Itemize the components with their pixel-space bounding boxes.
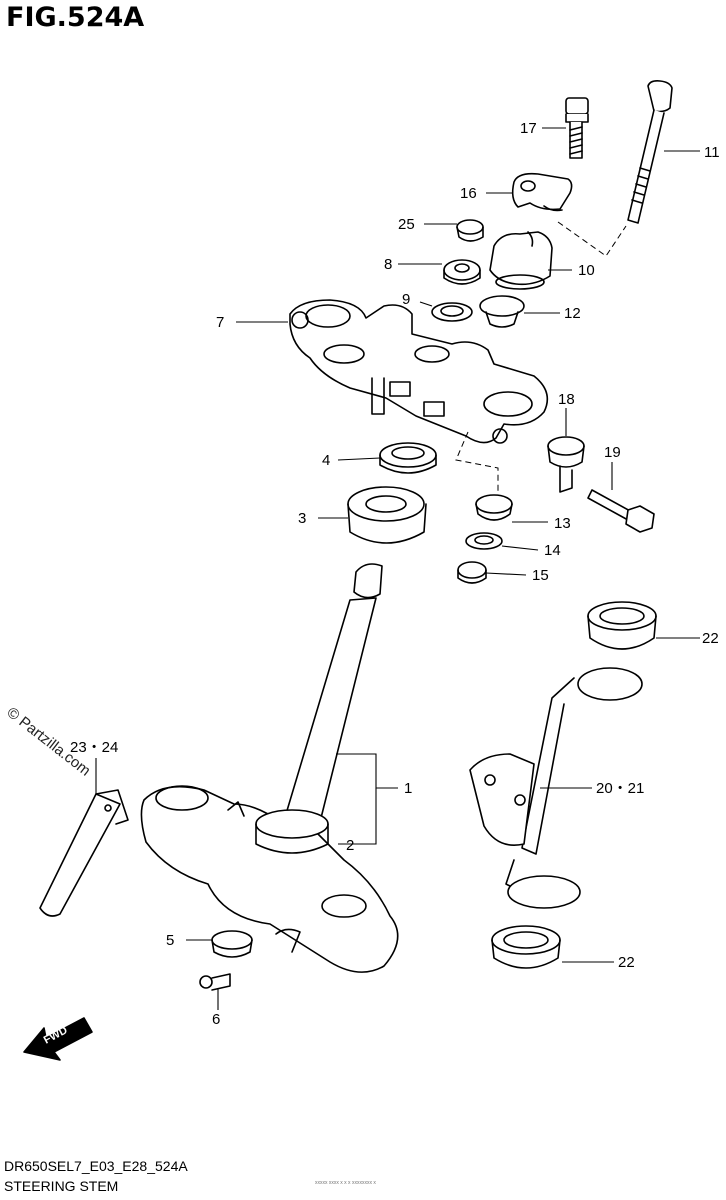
assembly-dashes [455,221,627,492]
part-12-damper[interactable] [479,295,525,328]
part-9-washer[interactable] [431,302,473,322]
callout-1[interactable]: 1 [404,780,412,797]
part-13-damper[interactable] [475,494,513,521]
part-23-24-bracket[interactable] [39,789,129,917]
callout-3[interactable]: 3 [298,510,306,527]
callout-16[interactable]: 16 [460,185,477,202]
part-8-nut[interactable] [443,259,481,285]
callout-14[interactable]: 14 [544,542,561,559]
part-20-21-headlight-bracket[interactable] [469,667,643,909]
callout-22-lower[interactable]: 22 [618,954,635,971]
callout-9[interactable]: 9 [402,291,410,308]
callout-15[interactable]: 15 [532,567,549,584]
callout-11[interactable]: 11 [704,144,720,161]
callout-25[interactable]: 25 [398,216,415,233]
callout-5[interactable]: 5 [166,932,174,949]
callout-17[interactable]: 17 [520,120,537,137]
part-4-lock-nut[interactable] [379,442,437,474]
callout-19[interactable]: 19 [604,444,621,461]
callout-4[interactable]: 4 [322,452,330,469]
model-code: DR650SEL7_E03_E28_524A [4,1158,188,1174]
callout-18[interactable]: 18 [558,391,575,408]
part-15-nut[interactable] [457,561,487,584]
callout-22-upper[interactable]: 22 [702,630,719,647]
callout-labels: 17 11 16 25 8 10 9 12 7 18 19 4 3 13 14 … [70,120,720,1028]
callout-23-24[interactable]: 23・24 [70,739,118,756]
figure-title: FIG.524A [6,2,145,33]
part-10-handlebar-holder[interactable] [489,231,553,290]
leader-lines [95,127,700,1010]
part-17-bolt[interactable] [565,97,589,159]
part-19-bolt[interactable] [587,489,655,533]
part-22-grommet-upper[interactable] [587,601,657,650]
part-22-grommet-lower[interactable] [491,925,561,969]
part-1-steering-stem[interactable] [140,563,399,973]
part-16-handlebar-clamp[interactable] [511,172,573,212]
figure-subtitle: STEERING STEM [4,1178,119,1194]
part-11-long-bolt[interactable] [627,80,673,224]
part-18-grommet[interactable] [547,436,585,493]
fwd-arrow-icon [23,1017,93,1061]
part-5-grommet[interactable] [211,930,253,958]
callout-20-21[interactable]: 20・21 [596,780,644,797]
part-25-cap[interactable] [456,219,484,242]
part-3-bearing[interactable] [347,486,427,544]
tiny-caption: xxxxx xxxx x x x xxxxxxxx x [315,1180,376,1186]
callout-13[interactable]: 13 [554,515,571,532]
callout-10[interactable]: 10 [578,262,595,279]
part-6-screw[interactable] [199,973,231,991]
callout-7[interactable]: 7 [216,314,224,331]
callout-6[interactable]: 6 [212,1011,220,1028]
part-7-upper-bracket[interactable] [289,299,549,444]
part-2-lower-bearing[interactable] [255,809,329,854]
callout-2[interactable]: 2 [346,837,354,854]
part-14-washer[interactable] [465,532,503,550]
callout-12[interactable]: 12 [564,305,581,322]
callout-8[interactable]: 8 [384,256,392,273]
